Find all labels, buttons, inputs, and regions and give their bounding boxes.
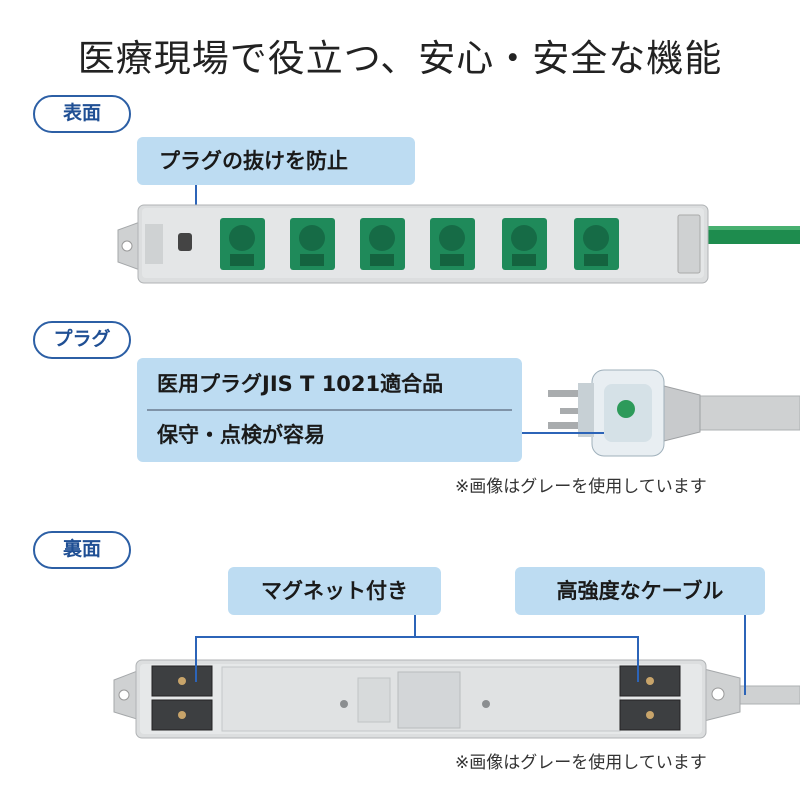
cord-front xyxy=(700,226,800,244)
note-back: ※画像はグレーを使用しています xyxy=(455,753,707,773)
magnet-bottom-left xyxy=(151,699,213,731)
magnet-bracket-center xyxy=(414,615,416,637)
outlet-6 xyxy=(574,218,619,270)
callout-plug-line2: 保守・点検が容易 xyxy=(157,423,325,447)
callout-anti-unplug: プラグの抜けを防止 xyxy=(137,137,415,185)
screw-right xyxy=(482,700,490,708)
magnet-top-right xyxy=(619,665,681,697)
note-plug: ※画像はグレーを使用しています xyxy=(455,477,707,497)
outlet-4 xyxy=(430,218,475,270)
plug-pin-bottom xyxy=(548,422,594,429)
outlet-5 xyxy=(502,218,547,270)
plug-strain-relief xyxy=(659,384,701,443)
callout-magnet: マグネット付き xyxy=(228,567,441,615)
power-strip-front xyxy=(117,204,800,284)
screw-left xyxy=(340,700,348,708)
medical-plug xyxy=(548,369,800,457)
magnet-bracket-left xyxy=(195,636,197,682)
plug-indicator xyxy=(617,400,635,418)
magnet-bracket-horizontal xyxy=(195,636,639,638)
callout-plug-spec: 医用プラグJIS T 1021適合品 保守・点検が容易 xyxy=(137,358,522,462)
magnet-bottom-right xyxy=(619,699,681,731)
outlet-1 xyxy=(220,218,265,270)
callout-plug-divider xyxy=(147,409,512,411)
magnet-top-left xyxy=(151,665,213,697)
power-strip-back xyxy=(113,659,800,739)
section-label-back: 裏面 xyxy=(33,531,131,569)
plug-pin-top xyxy=(548,390,594,397)
outlet-2 xyxy=(290,218,335,270)
callout-cable: 高強度なケーブル xyxy=(515,567,765,615)
plug-cord xyxy=(689,395,800,431)
page-title: 医療現場で役立つ、安心・安全な機能 xyxy=(77,37,723,80)
indicator-led xyxy=(178,233,192,251)
outlet-3 xyxy=(360,218,405,270)
plug-pin-ground xyxy=(560,408,594,414)
magnet-bracket-right xyxy=(637,636,639,682)
label-plate xyxy=(397,671,461,729)
callout-connector-plug xyxy=(522,432,604,434)
section-label-front: 表面 xyxy=(33,95,131,133)
callout-plug-line1: 医用プラグJIS T 1021適合品 xyxy=(157,372,444,396)
section-label-plug: プラグ xyxy=(33,321,131,359)
cable-connector xyxy=(744,615,746,695)
